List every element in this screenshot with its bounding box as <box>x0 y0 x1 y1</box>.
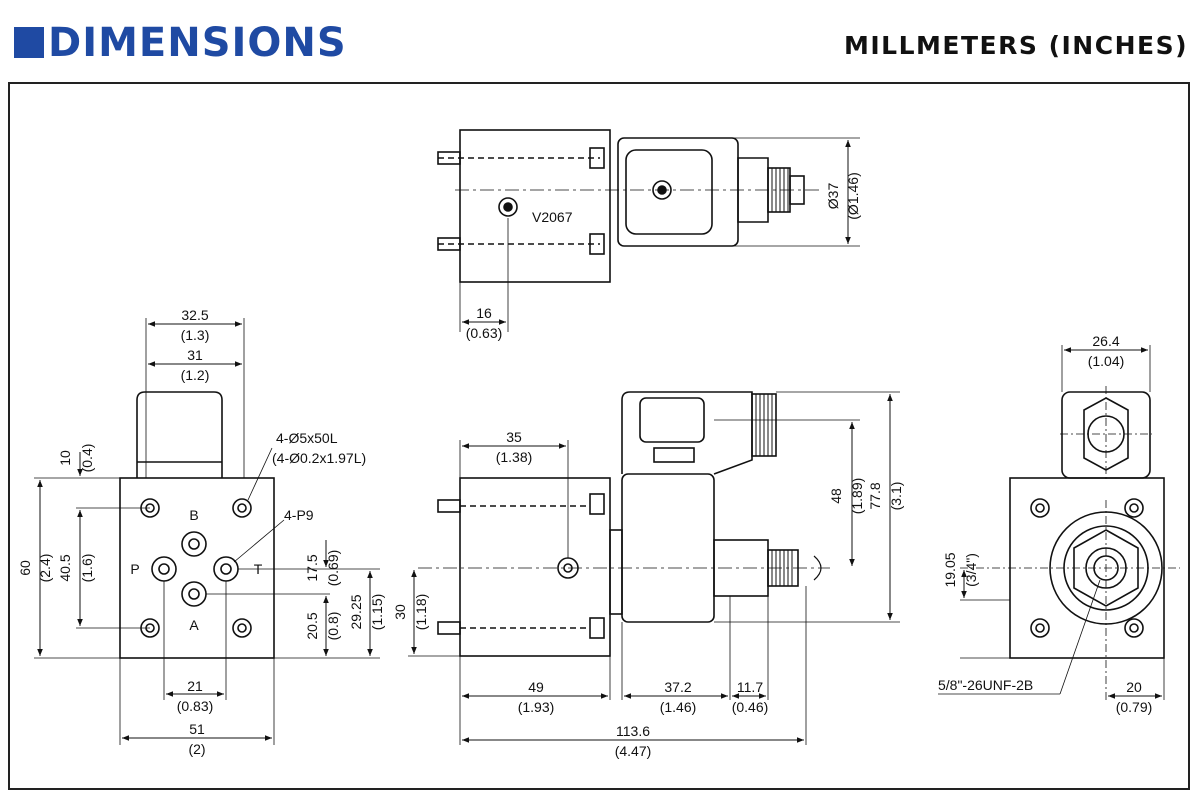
units-label: MILLMETERS (INCHES) <box>843 31 1188 60</box>
callout-ports: 4-P9 <box>284 507 314 523</box>
header-bar: DIMENSIONS MILLMETERS (INCHES) <box>0 0 1200 80</box>
top-view-coil <box>617 137 739 247</box>
dim-total-h-in: (3.1) <box>888 482 904 511</box>
left-view <box>34 318 380 745</box>
front-view-connector <box>621 391 753 475</box>
top-view <box>437 129 860 332</box>
dim-w-body-in: (2) <box>188 741 205 757</box>
front-view-coil <box>621 473 715 623</box>
dim-center-h-mm: 19.05 <box>942 552 958 587</box>
port-a-label: A <box>189 617 199 633</box>
dim-w-coil-mm: 32.5 <box>181 307 208 323</box>
dim-offset-r-mm: 20 <box>1126 679 1142 695</box>
dim-w-cap-in: (1.2) <box>181 367 210 383</box>
dim-h-total-in: (2.4) <box>37 554 53 583</box>
dim-w-cap-mm: 31 <box>187 347 203 363</box>
brand-square <box>14 27 44 58</box>
port-p-label: P <box>130 561 139 577</box>
port-b-label: B <box>189 507 198 523</box>
dim-coil-w-mm: 37.2 <box>664 679 691 695</box>
dim-nut-w-in: (1.04) <box>1088 353 1125 369</box>
port-t-label: T <box>254 561 263 577</box>
dim-h-a-in: (0.8) <box>325 612 341 641</box>
dim-h-b-in: (1.15) <box>369 594 385 631</box>
top-view-body <box>459 129 611 283</box>
callout-holes-in: (4-Ø0.2x1.97L) <box>272 450 366 466</box>
top-view-screw <box>652 180 672 200</box>
dim-w-coil-in: (1.3) <box>181 327 210 343</box>
right-view <box>938 345 1180 700</box>
dim-h-hole-mm: 40.5 <box>57 554 73 581</box>
left-view-cap <box>136 391 223 478</box>
dim-coil-w-in: (1.46) <box>660 699 697 715</box>
port-b <box>181 531 207 557</box>
dim-diameter-in: (Ø1.46) <box>845 172 861 219</box>
dim-total-w-mm: 113.6 <box>616 723 650 739</box>
dim-w-body-mm: 51 <box>189 721 205 737</box>
top-view-coil-inner <box>625 149 713 235</box>
dim-offset-r-in: (0.79) <box>1116 699 1153 715</box>
dim-h-hole-in: (1.6) <box>79 554 95 583</box>
dim-nut-w-mm: 26.4 <box>1092 333 1119 349</box>
dim-port-x-mm: 35 <box>506 429 522 445</box>
dim-coil-h-mm: 48 <box>828 488 844 504</box>
dim-w-ports-mm: 21 <box>187 678 203 694</box>
dim-port-x-in: (1.38) <box>496 449 533 465</box>
dim-offset-in: (0.63) <box>466 325 503 341</box>
dim-diameter-mm: Ø37 <box>825 183 841 210</box>
top-view-port <box>498 197 518 217</box>
thread-label: 5/8"-26UNF-2B <box>938 677 1033 693</box>
model-label: V2067 <box>532 209 573 225</box>
dim-body-w-in: (1.93) <box>518 699 555 715</box>
front-view <box>408 391 900 745</box>
dim-knob-w-mm: 11.7 <box>737 679 763 695</box>
dim-h-pt-in: (0.69) <box>325 550 341 587</box>
dim-total-w-in: (4.47) <box>615 743 652 759</box>
left-view-body <box>119 477 275 659</box>
dim-body-w-mm: 49 <box>528 679 544 695</box>
dim-total-h-mm: 77.8 <box>867 482 883 509</box>
port-p <box>151 556 177 582</box>
callout-holes-mm: 4-Ø5x50L <box>276 430 338 446</box>
dim-center-h-in: (3/4") <box>963 553 979 587</box>
port-a <box>181 581 207 607</box>
dim-h-top-in: (0.4) <box>79 444 95 473</box>
dim-knob-w-in: (0.46) <box>732 699 769 715</box>
dim-h-b-mm: 29.25 <box>348 594 364 629</box>
dim-h-a-mm: 20.5 <box>304 612 320 639</box>
drawing-frame <box>8 82 1190 790</box>
dim-h-total-mm: 60 <box>17 560 33 576</box>
dim-w-ports-in: (0.83) <box>177 698 214 714</box>
dim-h-top-mm: 10 <box>57 450 73 466</box>
dim-port-h-in: (1.18) <box>413 594 429 631</box>
top-view-connector <box>737 157 769 223</box>
dim-offset-mm: 16 <box>476 305 492 321</box>
dim-port-h-mm: 30 <box>392 604 408 620</box>
front-view-body <box>459 477 611 657</box>
port-t <box>213 556 239 582</box>
dim-h-pt-mm: 17.5 <box>304 554 320 581</box>
dim-coil-h-in: (1.89) <box>849 478 865 515</box>
page-title: DIMENSIONS <box>48 20 347 66</box>
